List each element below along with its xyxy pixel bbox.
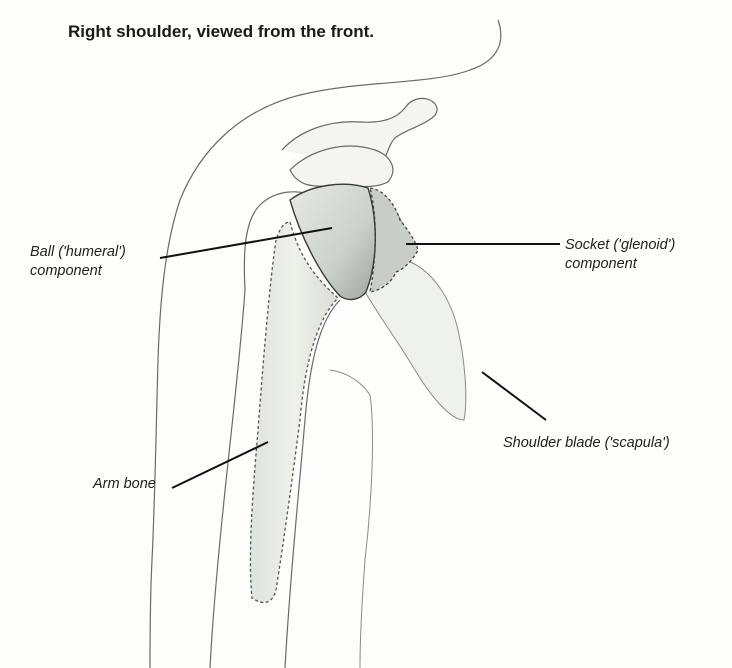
label-ball-component: Ball ('humeral') component [30,243,126,281]
leader-line-blade [482,372,546,420]
label-socket-line-1: Socket ('glenoid') [565,236,675,255]
label-shoulder-blade: Shoulder blade ('scapula') [503,434,670,453]
label-socket-component: Socket ('glenoid') component [565,236,675,274]
label-socket-line-2: component [565,255,675,274]
label-ball-line-2: component [30,262,126,281]
label-arm-bone: Arm bone [93,475,156,494]
figure-title: Right shoulder, viewed from the front. [68,22,374,42]
label-ball-line-1: Ball ('humeral') [30,243,126,262]
scapula-edge [330,370,372,668]
